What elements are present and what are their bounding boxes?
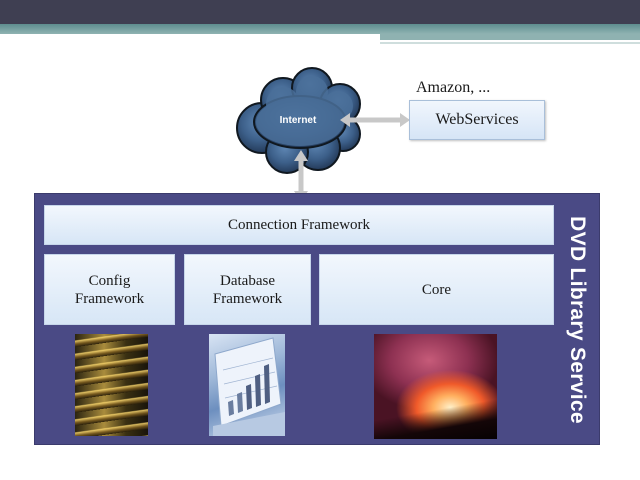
cloud-to-webservices-arrow — [340, 113, 410, 127]
internet-label: Internet — [279, 115, 317, 126]
internet-cloud-icon — [236, 67, 361, 174]
webservices-label: WebServices — [435, 111, 519, 128]
database-framework-box: Database Framework — [184, 254, 311, 325]
config-framework-label-line1: Config — [88, 272, 131, 289]
service-title-text: DVD Library Service — [566, 216, 589, 424]
header-accent-band — [0, 24, 640, 34]
database-chart-image — [209, 334, 285, 436]
header-accent-strip — [380, 34, 640, 40]
core-label: Core — [421, 281, 452, 298]
config-files-image — [75, 334, 148, 436]
database-framework-label-line2: Framework — [212, 290, 283, 307]
provider-label: Amazon, ... — [416, 79, 491, 96]
config-framework-box: Config Framework — [44, 254, 175, 325]
webservices-box: WebServices — [409, 100, 545, 140]
database-framework-label-line1: Database — [220, 272, 275, 289]
connection-framework-box: Connection Framework — [44, 205, 554, 245]
core-box: Core — [319, 254, 554, 325]
core-fire-image — [374, 334, 497, 439]
top-header-bar — [0, 0, 640, 26]
connection-framework-label: Connection Framework — [227, 217, 371, 233]
core-fire-rock-shade — [374, 394, 497, 439]
config-framework-label-line2: Framework — [74, 290, 145, 307]
service-title: DVD Library Service — [554, 215, 600, 425]
header-accent-line — [380, 42, 640, 44]
bar-chart-icon — [213, 337, 285, 436]
